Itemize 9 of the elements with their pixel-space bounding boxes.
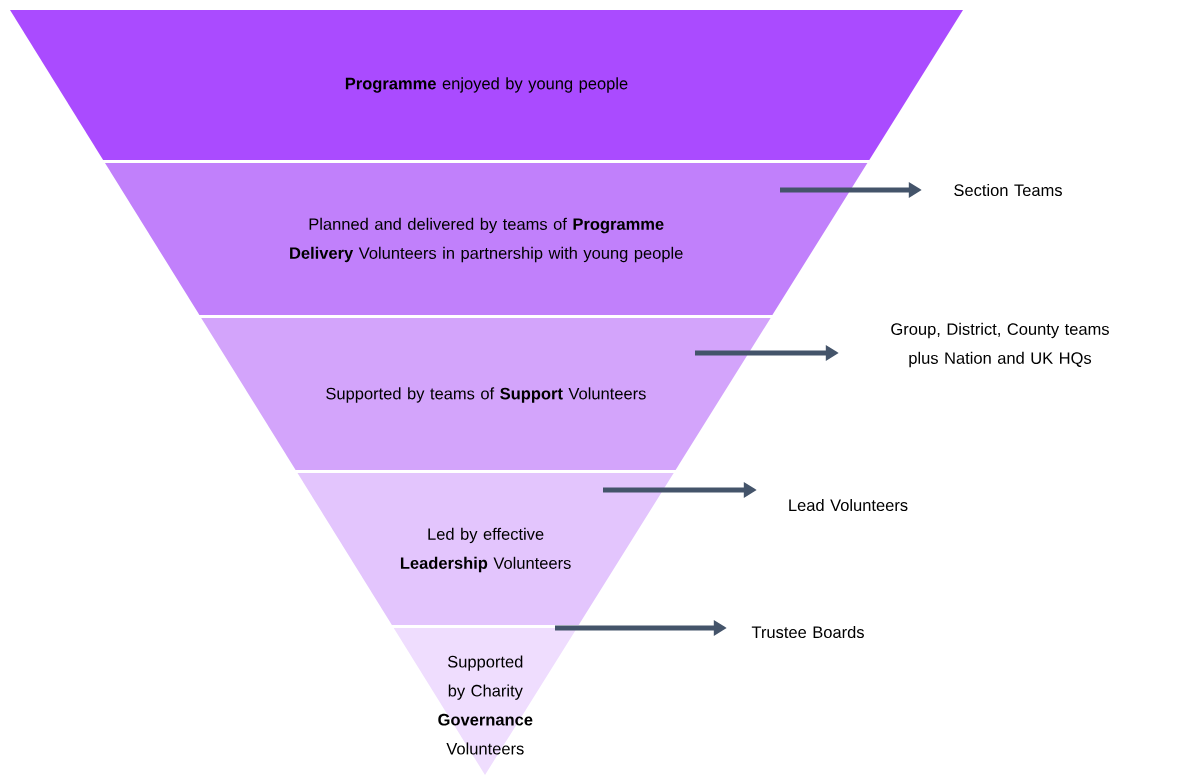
team-label: Group, District, County teams plus Nation and UK HQs <box>891 322 1109 368</box>
team-label: Section Teams <box>954 183 1062 197</box>
funnel-band: Supported by Charity Governance Volunteers <box>393 628 577 775</box>
funnel-band: Led by effective Leadership Volunteers <box>297 473 674 625</box>
funnel-band: Supported by teams of Support Volunteers <box>201 318 771 470</box>
funnel-band: Programme enjoyed by young people <box>10 10 963 160</box>
team-label: Trustee Boards <box>751 625 864 639</box>
team-label: Lead Volunteers <box>789 498 908 512</box>
funnel-band: Planned and delivered by teams of Programme Delivery Volunteers in partnership with young people <box>105 163 868 315</box>
